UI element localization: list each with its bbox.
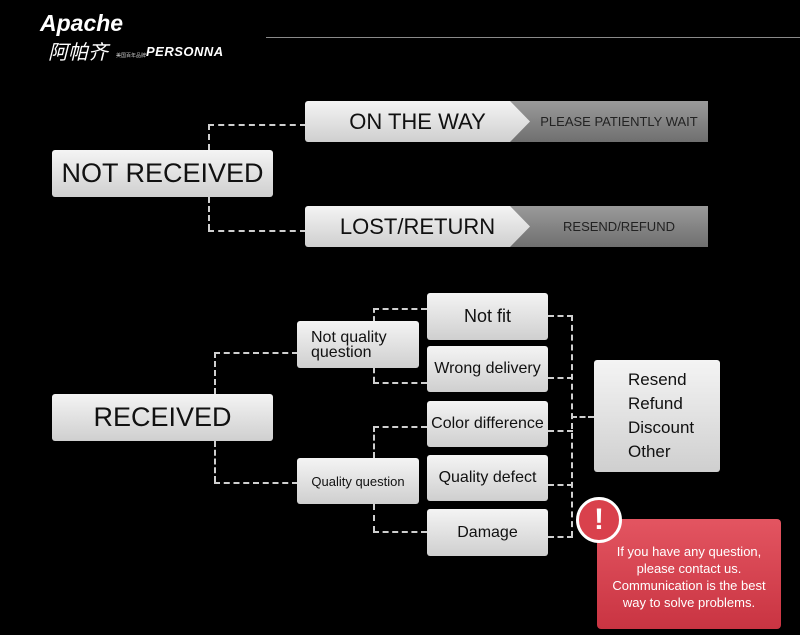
connector (208, 197, 210, 230)
notice-line: Communication is the best (612, 578, 766, 593)
header-divider (266, 37, 800, 38)
brand-logo: Apache 阿帕齐 美国百年品牌 PERSONNA (38, 8, 268, 64)
quality-question-box: Quality question (297, 458, 419, 504)
connector (214, 352, 216, 394)
connector (548, 484, 573, 486)
received-label: RECEIVED (93, 402, 232, 432)
solution-item: Other (628, 442, 671, 461)
connector (208, 124, 210, 150)
quality-question-label: Quality question (311, 473, 405, 489)
lost-return-box: LOST/RETURN (305, 206, 530, 247)
lost-return-label: LOST/RETURN (339, 213, 496, 239)
resend-refund-label: RESEND/REFUND (563, 219, 675, 234)
connector (208, 124, 306, 126)
not-quality-question-label: Not quality question (311, 328, 387, 361)
connector (373, 368, 375, 382)
not-fit-box: Not fit (427, 293, 548, 340)
connector (571, 315, 573, 537)
not-received-label: NOT RECEIVED (61, 158, 264, 188)
solution-item: Refund (628, 394, 683, 413)
connector (214, 352, 298, 354)
not-received-box: NOT RECEIVED (52, 150, 273, 197)
logo-chinese-name: 阿帕齐 (48, 42, 108, 64)
connector (548, 377, 573, 379)
connector (373, 308, 427, 310)
damage-label: Damage (457, 523, 518, 541)
solution-item: Discount (628, 418, 695, 437)
contact-notice: If you have any question, please contact… (597, 519, 781, 629)
on-the-way-label: ON THE WAY (349, 108, 486, 134)
logo-small-text: 美国百年品牌 (116, 53, 147, 59)
quality-defect-box: Quality defect (427, 455, 548, 501)
logo-sub-brand: PERSONNA (146, 44, 224, 59)
warning-icon-symbol: ! (594, 503, 604, 536)
connector (373, 382, 427, 384)
connector (571, 416, 594, 418)
color-difference-label: Color difference (431, 415, 544, 432)
connector (548, 315, 573, 317)
connector (373, 308, 375, 321)
on-the-way-box: ON THE WAY (305, 101, 530, 142)
wrong-delivery-label: Wrong delivery (434, 360, 541, 377)
received-box: RECEIVED (52, 394, 273, 441)
connector (548, 536, 573, 538)
connector (373, 426, 427, 428)
color-difference-box: Color difference (427, 401, 548, 447)
damage-box: Damage (427, 509, 548, 556)
connector (548, 430, 573, 432)
not-fit-label: Not fit (463, 306, 511, 326)
connector (214, 482, 298, 484)
resend-refund-tag: RESEND/REFUND (510, 206, 708, 247)
quality-defect-label: Quality defect (438, 469, 537, 486)
solution-item: Resend (628, 370, 687, 389)
warning-icon: ! (576, 497, 622, 543)
connector (214, 441, 216, 482)
connector (373, 531, 427, 533)
connector (373, 504, 375, 532)
please-wait-label: PLEASE PATIENTLY WAIT (540, 114, 698, 129)
notice-line: If you have any question, (616, 544, 762, 559)
please-wait-tag: PLEASE PATIENTLY WAIT (510, 101, 708, 142)
notice-line: way to solve problems. (622, 595, 756, 610)
solutions-box: Resend Refund Discount Other (594, 360, 720, 472)
notice-line: please contact us. (636, 561, 742, 576)
logo-brand-name: Apache (40, 10, 124, 36)
not-quality-question-box: Not quality question (297, 321, 419, 368)
connector (373, 426, 375, 458)
connector (208, 230, 306, 232)
wrong-delivery-box: Wrong delivery (427, 346, 548, 392)
